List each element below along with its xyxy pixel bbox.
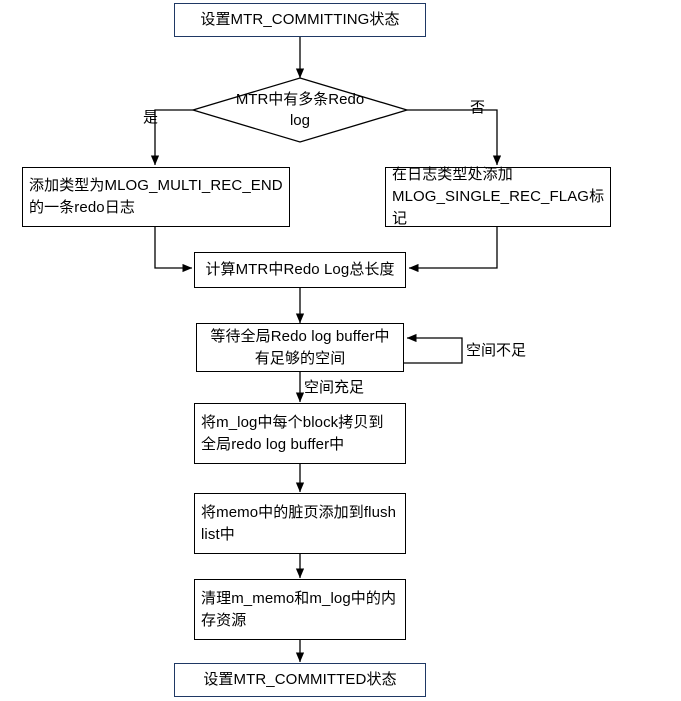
node-label: 将m_log中每个block拷贝到 全局redo log buffer中 xyxy=(201,413,384,453)
decision-label: MTR中有多条Redo log xyxy=(193,78,407,142)
node-decision-multi-redo-log[interactable]: MTR中有多条Redo log xyxy=(193,78,407,142)
edge-label-yes: 是 xyxy=(143,109,159,126)
node-add-dirty-pages-to-flush-list[interactable]: 将memo中的脏页添加到flush list中 xyxy=(194,493,406,554)
edge-no-to-single-rec xyxy=(407,109,502,166)
edge-label-no: 否 xyxy=(470,99,486,116)
node-calc-redo-log-length[interactable]: 计算MTR中Redo Log总长度 xyxy=(194,252,406,288)
edge-yes-to-multi-rec xyxy=(150,109,193,166)
node-wait-redo-log-buffer-space[interactable]: 等待全局Redo log buffer中 有足够的空间 xyxy=(196,323,404,372)
node-label: 清理m_memo和m_log中的内 存资源 xyxy=(201,589,397,629)
edge-label-not-enough-space: 空间不足 xyxy=(466,342,527,359)
node-label: 设置MTR_COMMITTING状态 xyxy=(200,11,400,29)
node-set-mtr-committed[interactable]: 设置MTR_COMMITTED状态 xyxy=(174,663,426,697)
node-add-mlog-multi-rec-end[interactable]: 添加类型为MLOG_MULTI_REC_END 的一条redo日志 xyxy=(22,167,290,227)
node-label: MTR中有多条Redo log xyxy=(235,91,365,129)
node-label: 计算MTR中Redo Log总长度 xyxy=(205,261,395,279)
node-label: 添加类型为MLOG_MULTI_REC_END 的一条redo日志 xyxy=(29,177,283,216)
node-label: 在日志类型处添加 MLOG_SINGLE_REC_FLAG标记 xyxy=(392,166,605,227)
node-cleanup-memory-resources[interactable]: 清理m_memo和m_log中的内 存资源 xyxy=(194,579,406,640)
edge-label-enough-space: 空间充足 xyxy=(304,379,365,396)
edge-multi-rec-to-calc xyxy=(154,227,193,273)
node-set-mtr-committing[interactable]: 设置MTR_COMMITTING状态 xyxy=(174,3,426,37)
edge-single-rec-to-calc xyxy=(408,227,498,273)
node-label: 等待全局Redo log buffer中 有足够的空间 xyxy=(210,327,390,367)
edge-wait-self-loop xyxy=(403,333,463,364)
node-add-mlog-single-rec-flag[interactable]: 在日志类型处添加 MLOG_SINGLE_REC_FLAG标记 xyxy=(385,166,611,227)
node-copy-blocks-to-global-buffer[interactable]: 将m_log中每个block拷贝到 全局redo log buffer中 xyxy=(194,403,406,464)
node-label: 设置MTR_COMMITTED状态 xyxy=(203,671,397,689)
node-label: 将memo中的脏页添加到flush list中 xyxy=(201,503,397,543)
